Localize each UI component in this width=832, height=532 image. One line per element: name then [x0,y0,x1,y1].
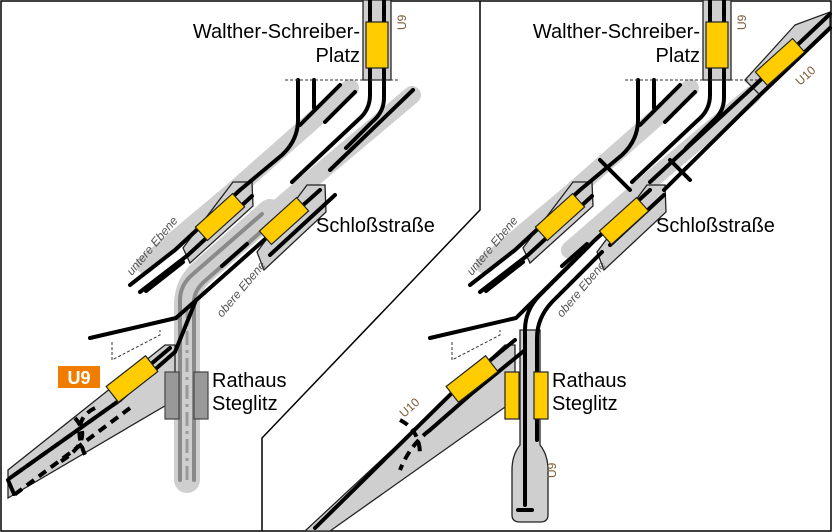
track-u10-north-1 [648,12,832,184]
track-upper-3 [298,83,342,127]
platform-walther-left [365,21,389,69]
label-line-u10-south: U10 [397,395,423,420]
platform-rathaus-yellow-2 [533,371,549,420]
planned-track-2 [12,406,132,497]
buffer-stop-left [6,478,16,496]
platform-rathaus-yellow-1 [504,371,520,420]
track-obere-stub-right [560,242,589,268]
panel-divider [261,1,481,531]
label-line-u9-south: U9 [545,462,559,478]
label-rathaus-line1-right: Rathaus [552,370,627,392]
label-walther-line2: Platz [316,45,360,67]
track-u9-north-2-right [684,0,726,150]
level-outline-left-2 [111,330,161,361]
level-outline-right-2 [451,330,501,361]
line-badge-u9 [58,366,100,388]
label-line-u9-top-left: U9 [395,14,409,30]
track-upper-1-right [578,78,640,192]
label-schlossstrasse-right: Schloßstraße [656,215,775,237]
planned-crossover-1 [58,416,85,464]
crossover-lower-right [598,158,632,192]
label-rathaus-line2-right: Steglitz [552,393,618,415]
track-u9-north-1 [290,0,372,184]
left-panel: Walther-Schreiber- Platz Schloßstraße Ra… [6,0,435,500]
platform-walther-right [705,21,729,69]
track-lower-stub [144,260,185,293]
track-upper-4 [323,90,357,124]
right-panel: Walther-Schreiber- Platz Schloßstraße Ra… [303,0,832,532]
planned-crossover-2 [77,406,96,456]
platform-rathaus-grey-1 [164,371,180,420]
track-obere-b [268,193,337,257]
platform-rathaus-grey-2 [193,371,209,420]
track-upper-1 [238,78,300,192]
label-schlossstrasse: Schloßstraße [316,215,435,237]
label-rathaus-line2: Steglitz [212,393,278,415]
label-line-u9-top-right: U9 [735,14,749,30]
branch-track-left [178,212,264,482]
track-lower-stub-right [484,260,525,293]
track-u9-north-1-right [630,0,712,184]
track-u10-north-2 [662,26,832,192]
label-walther-line2-right: Platz [656,45,700,67]
track-upper-4-right [663,90,697,124]
track-u9-north-2 [344,0,386,150]
platform-upper-left [258,196,310,246]
crossover-upper-right [668,158,692,182]
track-u9-south-2 [535,250,604,442]
line-badge-u9-text: U9 [67,368,90,388]
platform-lower-left [194,192,246,242]
tunnel-corridor-upper-right [561,86,761,259]
track-obere-stub [220,242,249,268]
track-upper-5 [328,88,415,172]
track-u10-south-2 [428,348,527,432]
planned-crossover-right-2 [399,418,422,456]
label-walther-line1: Walther-Schreiber- [193,21,360,43]
track-upper-3-right [638,83,682,127]
platform-u10-north [754,37,806,87]
track-link-diagonal-1 [88,316,178,340]
label-walther-line1-right: Walther-Schreiber- [533,21,700,43]
label-rathaus-line1: Rathaus [212,370,287,392]
tunnel-corridor-branch [174,199,283,493]
platform-lower-right [534,192,586,242]
platform-rathaus-right [445,354,499,404]
platform-rathaus-left [105,354,159,404]
label-line-u10-north: U10 [793,63,819,88]
planned-track-1 [8,398,122,480]
track-u9-south-1 [523,243,592,507]
platform-upper-right [598,196,650,246]
planned-crossover-right-1 [398,428,432,471]
